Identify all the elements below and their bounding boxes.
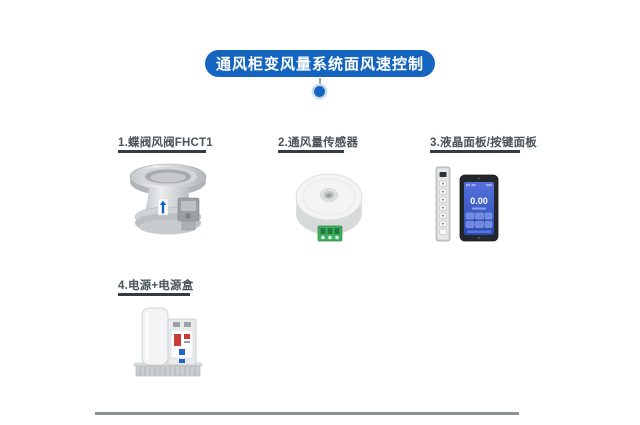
air-sensor-image <box>282 169 377 244</box>
sensor-body <box>295 173 363 235</box>
item-label-power: 4.电源+电源盒 <box>118 280 194 292</box>
label-underline-panels <box>430 150 520 153</box>
control-panels-image: 0.00 <box>430 161 508 249</box>
title-pill: 通风柜变风量系统面风速控制 <box>205 50 435 77</box>
label-underline-sensor <box>278 150 344 153</box>
power-module <box>167 318 197 366</box>
item-label-valve: 1.蝶阀风阀FHCT1 <box>118 137 213 149</box>
lcd-panel: 0.00 <box>459 174 499 242</box>
power-base <box>133 362 203 377</box>
key-strip-panel <box>435 166 451 242</box>
page-title: 通风柜变风量系统面风速控制 <box>215 56 424 73</box>
power-cover <box>141 307 169 366</box>
item-label-sensor: 2.通风量传感器 <box>278 137 359 149</box>
damper-valve-image <box>118 157 223 242</box>
item-label-panels: 3.液晶面板/按键面板 <box>430 137 537 149</box>
connector-line <box>319 78 321 86</box>
label-underline-power <box>118 293 190 296</box>
lcd-reading: 0.00 <box>470 196 488 206</box>
label-underline-valve <box>118 150 206 153</box>
valve-flow-label <box>157 198 169 216</box>
connector-dot <box>314 86 325 97</box>
bottom-divider <box>95 412 519 415</box>
power-box-image <box>118 299 218 381</box>
sensor-terminal-block <box>317 225 343 242</box>
valve-actuator <box>177 197 200 231</box>
